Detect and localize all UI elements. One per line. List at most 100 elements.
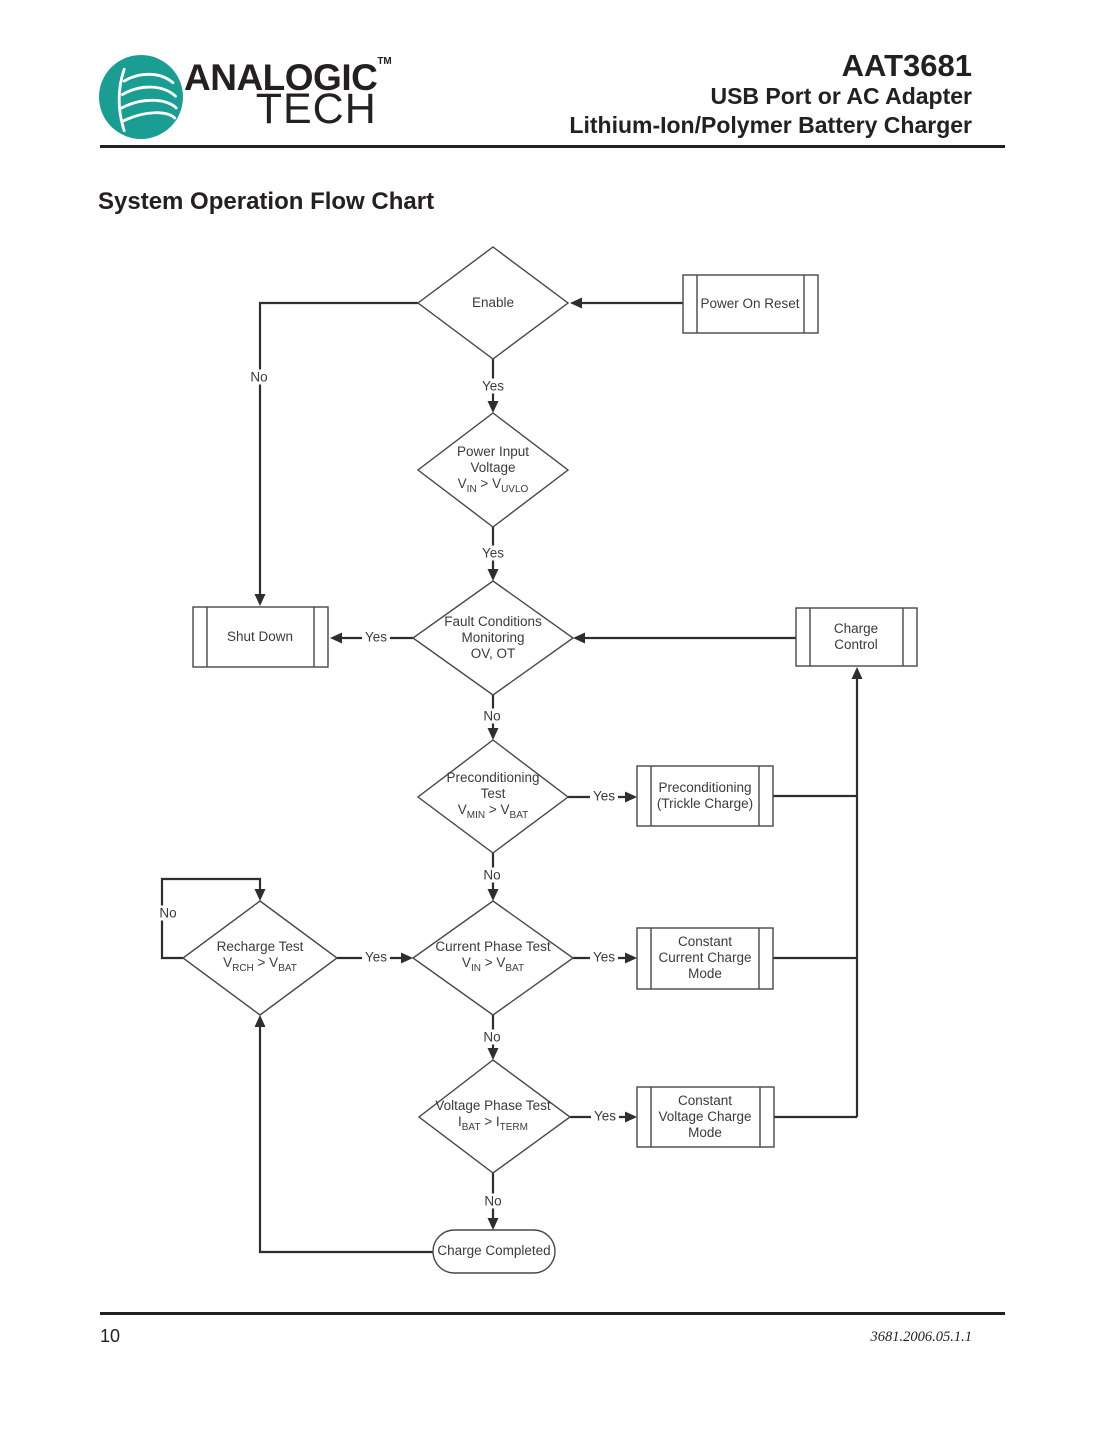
node-preconditioning-mode: Preconditioning (Trickle Charge): [657, 780, 753, 812]
node-label: OV, OT: [470, 646, 516, 661]
arrowhead-right: [625, 1111, 637, 1123]
node-label: Power On Reset: [700, 296, 800, 311]
node-label: Control: [834, 637, 878, 652]
document-title-block: AAT3681 USB Port or AC Adapter Lithium-I…: [569, 50, 972, 140]
arrowhead-down: [487, 569, 499, 581]
arrowhead-down: [487, 401, 499, 413]
edge-label-no: No: [480, 1029, 504, 1045]
node-label: Current Charge: [658, 950, 752, 965]
node-formula: VRCH > VBAT: [217, 955, 304, 977]
charge-control-shape: [795, 607, 918, 667]
formula-operator: >: [485, 802, 501, 817]
node-voltage-phase-test: Voltage Phase Test IBAT > ITERM: [435, 1098, 550, 1136]
edge-label-yes: Yes: [589, 949, 619, 965]
enable-decision-shape: [416, 246, 570, 360]
edge-label-yes: Yes: [590, 1108, 620, 1124]
voltage-phase-decision-shape: [417, 1059, 572, 1174]
doc-subtitle-2: Lithium-Ion/Polymer Battery Charger: [569, 112, 972, 138]
node-label: Constant: [677, 1093, 733, 1108]
footer-divider: [100, 1312, 1005, 1315]
formula-base: V: [223, 955, 233, 970]
formula-base: V: [457, 802, 467, 817]
node-label: Fault Conditions: [444, 614, 542, 629]
node-charge-completed: Charge Completed: [437, 1243, 550, 1259]
edge-label-yes: Yes: [361, 629, 391, 645]
node-label: Mode: [688, 1125, 722, 1140]
page-title: System Operation Flow Chart: [98, 188, 435, 215]
formula-base: V: [457, 476, 467, 491]
arrowhead-up: [254, 1015, 266, 1027]
node-power-on-reset: Power On Reset: [700, 296, 799, 312]
node-charge-control: Charge Control: [834, 621, 878, 653]
formula-sub: IN: [466, 484, 477, 495]
node-label: Preconditioning: [658, 780, 752, 795]
arrowhead-down: [254, 889, 266, 901]
arrowhead-down: [487, 1048, 499, 1060]
formula-operator: >: [480, 955, 497, 970]
formula-sub: BAT: [461, 1122, 481, 1133]
arrowhead-down: [487, 889, 499, 901]
brand-analogic: ANALOGIC: [184, 57, 378, 98]
node-formula: VIN > VBAT: [435, 955, 550, 977]
edge-label-yes: Yes: [361, 949, 391, 965]
node-recharge-test: Recharge Test VRCH > VBAT: [217, 939, 304, 977]
edge-label-yes: Yes: [478, 545, 508, 561]
power-input-decision-shape: [416, 412, 570, 528]
formula-sub: UVLO: [501, 484, 529, 495]
flow-shapes: [181, 246, 918, 1274]
edge-label-no: No: [156, 905, 180, 921]
flow-arrowheads: [254, 297, 863, 1230]
constant-current-shape: [636, 927, 774, 990]
node-label: Voltage: [470, 460, 516, 475]
arrowhead-right: [625, 952, 637, 964]
part-number: AAT3681: [841, 48, 972, 83]
current-phase-decision-shape: [411, 900, 575, 1016]
arrowhead-left: [573, 632, 585, 644]
formula-sub: MIN: [466, 810, 486, 821]
edge-label-no: No: [247, 369, 271, 385]
node-label: Power Input: [456, 444, 530, 459]
formula-operator: >: [480, 1114, 496, 1129]
edge-label-yes: Yes: [589, 788, 619, 804]
charge-completed-shape: [432, 1229, 556, 1274]
arrowhead-down: [487, 728, 499, 740]
edge-label-yes: Yes: [478, 378, 508, 394]
node-formula: VMIN > VBAT: [446, 802, 539, 824]
formula-base: V: [269, 955, 279, 970]
trademark-mark: TM: [377, 56, 392, 67]
analogictech-logo-icon: [99, 55, 183, 139]
arrowhead-left: [570, 297, 582, 309]
constant-voltage-shape: [636, 1086, 775, 1148]
formula-sub: RCH: [232, 963, 254, 974]
node-power-input-voltage: Power Input Voltage VIN > VUVLO: [457, 444, 529, 498]
node-current-phase-test: Current Phase Test VIN > VBAT: [435, 939, 550, 977]
node-constant-current-mode: Constant Current Charge Mode: [658, 934, 751, 982]
formula-sub: BAT: [278, 963, 297, 974]
brand-name-top: ANALOGICTM: [184, 56, 392, 98]
doc-version: 3681.2006.05.1.1: [870, 1329, 973, 1345]
node-fault-conditions: Fault Conditions Monitoring OV, OT: [444, 614, 542, 662]
formula-base: V: [492, 476, 502, 491]
node-label: Constant: [677, 934, 733, 949]
brand-wordmark: ANALOGICTM TECH: [184, 57, 392, 131]
edge-label-no: No: [481, 1193, 505, 1209]
arrowhead-right: [625, 791, 637, 803]
power-on-reset-shape: [682, 274, 819, 334]
fault-decision-shape: [411, 580, 575, 696]
leaf-pages-icon: [117, 67, 178, 133]
formula-base: I: [458, 1114, 462, 1129]
node-shut-down: Shut Down: [227, 629, 293, 645]
node-enable: Enable: [472, 295, 514, 311]
formula-sub: BAT: [509, 810, 529, 821]
formula-base: V: [496, 955, 506, 970]
connector-recharge-no-loop: [160, 877, 262, 960]
node-label: Enable: [471, 295, 515, 310]
node-label: Charge: [833, 621, 879, 636]
node-label: Mode: [688, 966, 722, 981]
node-label: Voltage Charge: [658, 1109, 752, 1124]
node-preconditioning-test: Preconditioning Test VMIN > VBAT: [446, 770, 539, 824]
edge-label-no: No: [480, 708, 504, 724]
arrowhead-up: [851, 667, 863, 679]
